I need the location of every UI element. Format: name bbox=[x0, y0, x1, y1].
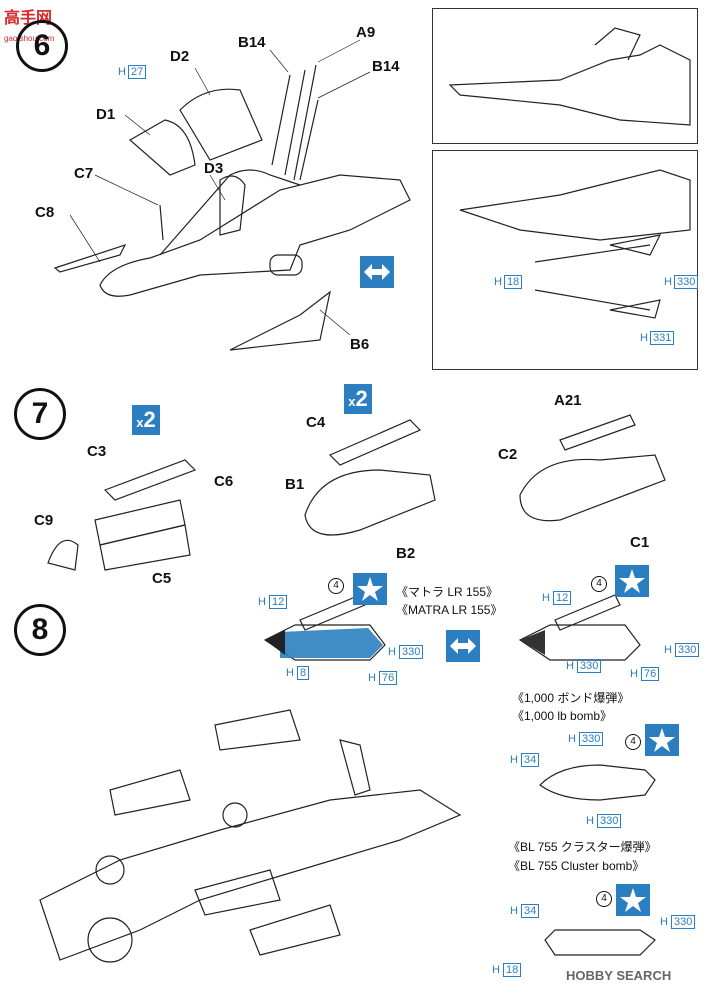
marking-number-circle: 4 bbox=[591, 576, 607, 592]
marking-number-circle: 4 bbox=[596, 891, 612, 907]
watermark-text: HOBBY SEARCH bbox=[566, 968, 672, 983]
part-label-b6: B6 bbox=[350, 336, 370, 353]
swap-arrow-icon bbox=[446, 630, 480, 662]
part-label-c1: C1 bbox=[630, 534, 650, 551]
part-label-d3: D3 bbox=[204, 160, 224, 177]
star-marking-icon bbox=[615, 565, 649, 597]
color-code-h12: H 12 bbox=[258, 595, 288, 609]
part-label-d2: D2 bbox=[170, 48, 190, 65]
part-label-c5: C5 bbox=[152, 570, 172, 587]
part-label-c4: C4 bbox=[306, 414, 326, 431]
marking-number-circle: 4 bbox=[328, 578, 344, 594]
part-label-b1: B1 bbox=[285, 476, 305, 493]
caption-bomb1000-en: 《1,000 lb bomb》 bbox=[512, 709, 613, 723]
part-label-b14-right: B14 bbox=[372, 58, 400, 75]
quantity-badge-x2-left: x2 bbox=[132, 405, 160, 435]
color-code-h76: H 76 bbox=[368, 671, 398, 685]
caption-bomb1000-jp: 《1,000 ボンド爆弾》 bbox=[512, 691, 630, 705]
part-label-c3: C3 bbox=[87, 443, 107, 460]
inset-frame-top bbox=[432, 8, 698, 144]
part-label-a9: A9 bbox=[356, 24, 376, 41]
part-label-c8: C8 bbox=[35, 204, 55, 221]
part-label-c2: C2 bbox=[498, 446, 518, 463]
caption-matra-jp: 《マトラ LR 155》 bbox=[396, 585, 499, 599]
star-marking-icon bbox=[616, 884, 650, 916]
step-8-number: 8 bbox=[14, 604, 66, 656]
color-code-h34-bl755: H 34 bbox=[510, 904, 540, 918]
star-marking-icon bbox=[353, 573, 387, 605]
caption-matra-en: 《MATRA LR 155》 bbox=[396, 603, 503, 617]
color-code-h330-right-bottom: H 330 bbox=[566, 659, 602, 673]
step-6-number: 6 bbox=[16, 20, 68, 72]
part-label-b2: B2 bbox=[396, 545, 416, 562]
swap-arrow-icon bbox=[360, 256, 394, 288]
part-label-c6: C6 bbox=[214, 473, 234, 490]
part-label-c7: C7 bbox=[74, 165, 94, 182]
color-code-h18-bl755: H 18 bbox=[492, 963, 522, 977]
part-label-b14-left: B14 bbox=[238, 34, 266, 51]
color-code-h8: H 8 bbox=[286, 666, 310, 680]
color-code-h34-bomb: H 34 bbox=[510, 753, 540, 767]
star-marking-icon bbox=[645, 724, 679, 756]
color-code-h330-bomb-bottom: H 330 bbox=[586, 814, 622, 828]
color-code-h330-bl755: H 330 bbox=[660, 915, 696, 929]
color-code-h330-right: H 330 bbox=[664, 643, 700, 657]
color-code-h12-right: H 12 bbox=[542, 591, 572, 605]
color-code-h330-bomb-top: H 330 bbox=[568, 732, 604, 746]
inset-frame-bottom bbox=[432, 150, 698, 370]
caption-bl755-jp: 《BL 755 クラスター爆弾》 bbox=[508, 840, 657, 854]
part-label-d1: D1 bbox=[96, 106, 116, 123]
part-label-c9: C9 bbox=[34, 512, 54, 529]
quantity-badge-x2-center: x2 bbox=[344, 384, 372, 414]
part-label-a21: A21 bbox=[554, 392, 582, 409]
color-code-h330: H 330 bbox=[388, 645, 424, 659]
color-code-h76-right: H 76 bbox=[630, 667, 660, 681]
step-7-number: 7 bbox=[14, 388, 66, 440]
marking-number-circle: 4 bbox=[625, 734, 641, 750]
caption-bl755-en: 《BL 755 Cluster bomb》 bbox=[508, 859, 645, 873]
